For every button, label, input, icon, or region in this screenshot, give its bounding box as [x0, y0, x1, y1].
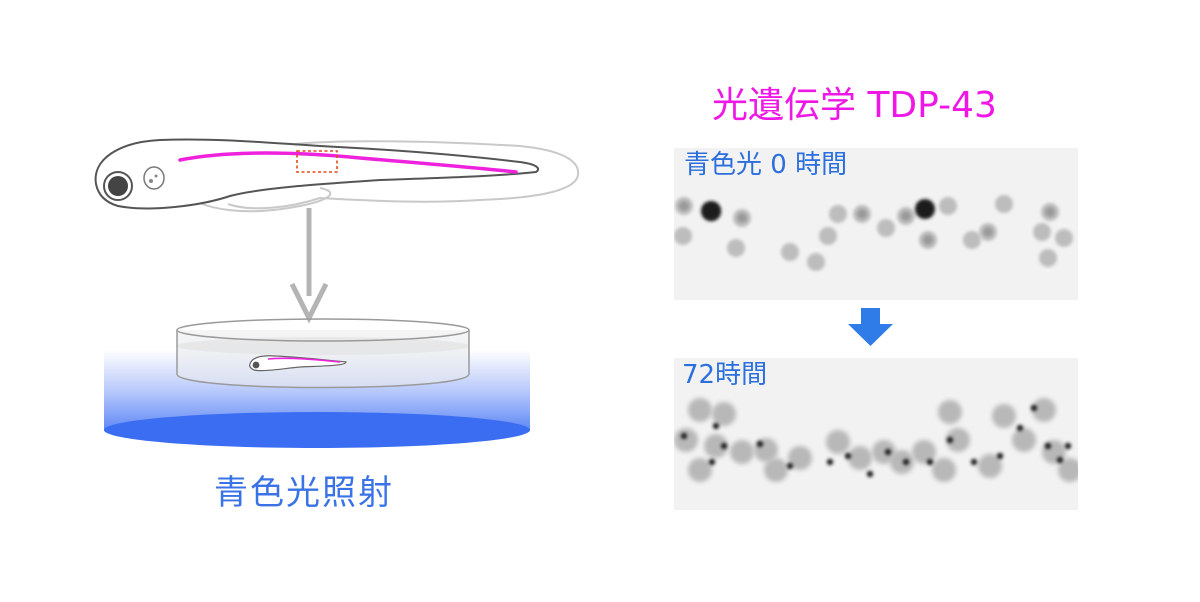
cell: [819, 227, 837, 245]
cell: [701, 201, 721, 221]
cell: [688, 458, 712, 482]
cell: [866, 470, 874, 478]
cell: [720, 442, 728, 450]
cell: [829, 205, 847, 223]
cell: [946, 436, 954, 444]
microscopy-panel-72h: [674, 358, 1078, 510]
cell: [983, 227, 993, 237]
cell: [939, 197, 957, 215]
cell: [764, 458, 788, 482]
petri-dish: [176, 318, 470, 389]
cell: [996, 452, 1004, 460]
cell: [1056, 456, 1064, 464]
cell: [737, 213, 747, 223]
roi-box: [296, 150, 338, 173]
time-arrow-icon: [848, 308, 893, 346]
cell: [877, 219, 895, 237]
cell: [923, 235, 933, 245]
cell: [1033, 223, 1051, 241]
cell: [1032, 398, 1056, 422]
cell: [730, 440, 754, 464]
eye-pupil: [108, 176, 128, 196]
cell: [1039, 249, 1057, 267]
cell: [688, 398, 712, 422]
cell: [872, 440, 896, 464]
cell: [674, 428, 698, 452]
cell: [978, 454, 1002, 478]
cell: [946, 428, 970, 452]
cell: [1058, 458, 1078, 482]
cell: [884, 448, 892, 456]
cell: [1064, 442, 1072, 450]
cell: [756, 440, 764, 448]
cell: [807, 253, 825, 271]
spinal-cord-neurons: [178, 151, 518, 174]
cell: [674, 227, 692, 245]
cell: [926, 458, 934, 466]
cell: [995, 195, 1013, 213]
cell: [912, 440, 936, 464]
cell: [1030, 404, 1038, 412]
figure-title: 光遺伝学 TDP-43: [712, 85, 997, 126]
cell: [938, 400, 962, 424]
small-larva: [249, 355, 347, 372]
cell: [826, 430, 850, 454]
cell: [1012, 428, 1036, 452]
cell: [1055, 229, 1073, 247]
microscopy-panel-0h: [674, 148, 1078, 300]
cell: [890, 450, 914, 474]
cell: [844, 452, 852, 460]
cell: [704, 434, 728, 458]
cell: [1044, 442, 1052, 450]
cell: [781, 243, 799, 261]
cell: [786, 462, 794, 470]
cell: [1016, 424, 1024, 432]
panel-label-72h: 72時間: [682, 360, 768, 390]
fin-fold: [227, 140, 580, 210]
cell: [679, 201, 689, 211]
cell: [708, 458, 716, 466]
illumination-label: 青色光照射: [214, 473, 394, 513]
cell: [857, 209, 867, 219]
cell: [712, 402, 736, 426]
cell: [848, 446, 872, 470]
cell: [712, 422, 720, 430]
cell: [902, 458, 910, 466]
panel-label-0h: 青色光 0 時間: [684, 150, 848, 180]
cell: [901, 211, 911, 221]
cell: [788, 446, 812, 470]
cell: [680, 432, 688, 440]
down-arrow: [289, 208, 329, 324]
cell: [970, 458, 978, 466]
cell: [932, 458, 956, 482]
cell: [963, 231, 981, 249]
cell: [992, 404, 1016, 428]
otic-vesicle: [143, 166, 165, 190]
zebrafish-larva: [94, 138, 580, 213]
cell: [826, 458, 834, 466]
cell: [727, 239, 745, 257]
cell: [1045, 207, 1055, 217]
cell: [915, 199, 935, 219]
